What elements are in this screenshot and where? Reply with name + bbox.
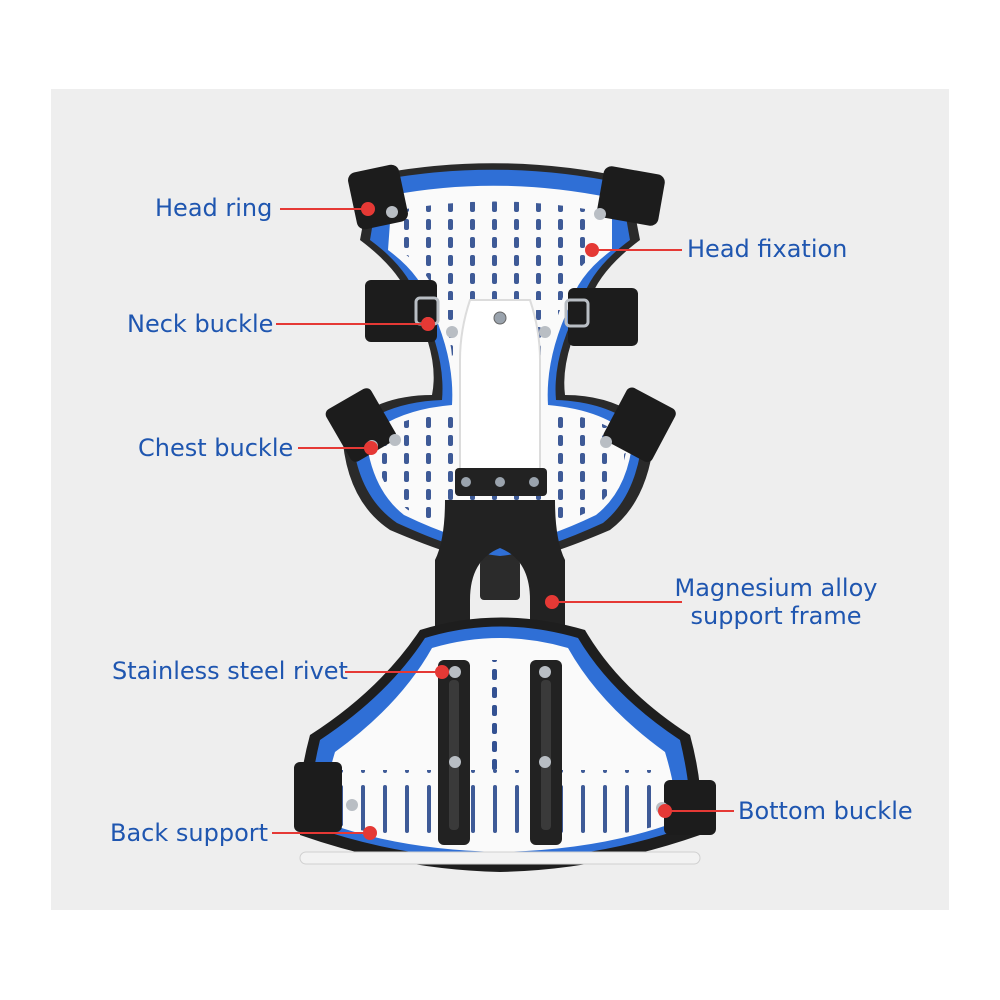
chest-strap-right — [603, 387, 676, 463]
stainless-rivet-dot — [435, 665, 449, 679]
neck-buckle-dot — [421, 317, 435, 331]
chest-strap-left — [325, 388, 397, 462]
label-magnesium-frame-line2: support frame — [690, 602, 862, 630]
bottom-strap-left — [294, 762, 342, 832]
chest-buckle-dot — [364, 441, 378, 455]
neck-strap-right — [568, 288, 638, 346]
label-magnesium-frame: Magnesium alloy support frame — [670, 574, 882, 630]
head-strap-right — [597, 166, 665, 226]
label-back-support: Back support — [110, 819, 269, 847]
straps — [325, 164, 676, 463]
back-support-dot — [363, 826, 377, 840]
back-support-group — [294, 617, 716, 872]
label-bottom-buckle: Bottom buckle — [738, 797, 913, 825]
label-chest-buckle: Chest buckle — [138, 434, 294, 462]
leader-lines — [272, 202, 734, 840]
neck-strap-left — [365, 280, 437, 342]
label-head-fixation: Head fixation — [687, 235, 848, 263]
bottom-buckle-dot — [658, 804, 672, 818]
head-ring-dot — [361, 202, 375, 216]
magnesium-frame-dot — [545, 595, 559, 609]
head-fixation-dot — [585, 243, 599, 257]
label-stainless-rivet: Stainless steel rivet — [112, 657, 348, 685]
bottom-strap-right — [664, 780, 716, 835]
upper-shell-group — [342, 163, 655, 565]
label-neck-buckle: Neck buckle — [127, 310, 274, 338]
label-head-ring: Head ring — [155, 194, 273, 222]
label-magnesium-frame-line1: Magnesium alloy — [674, 574, 878, 602]
